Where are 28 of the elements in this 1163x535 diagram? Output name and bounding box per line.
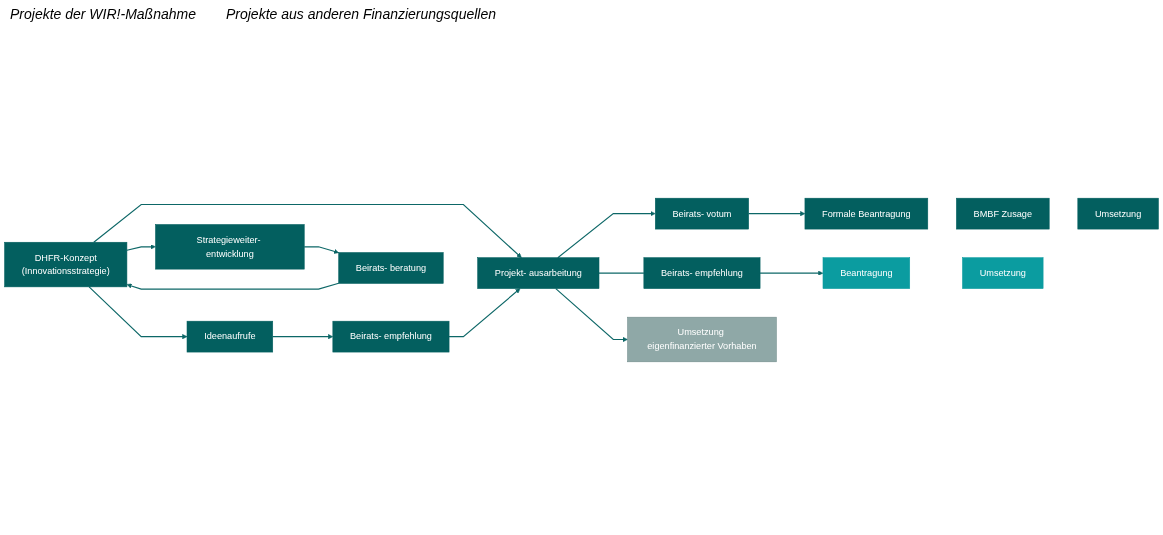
arrow [448,288,521,338]
node-box: Beirats- empfehlung [332,320,450,353]
connector [598,272,645,274]
arrow [748,211,806,217]
node-box: Umsetzung [1077,197,1159,230]
arrow [555,288,628,342]
node-box: Ideenaufrufe [186,320,274,353]
arrow [88,286,188,340]
node-box: Beirats- votum [655,197,749,230]
arrow [303,246,339,254]
arrow [759,270,824,276]
node-box: Umsetzung eigenfinanzierter Vorhaben [627,316,777,363]
node-box: BMBF Zusage [956,197,1050,230]
node-box: Beirats- empfehlung [643,257,761,289]
arrow [126,282,340,290]
node-box: Strategieweiter- entwicklung [155,224,305,270]
arrow [272,334,334,340]
arrow [126,244,156,251]
node-box: Beirats- beratung [338,252,444,284]
node-box: Projekt- ausarbeitung [477,257,600,289]
node-box: Formale Beantragung [804,197,929,230]
node-box: DHFR-Konzept (Innovationsstrategie) [4,241,128,288]
arrow [557,211,656,259]
node-box: Umsetzung [962,257,1044,289]
arrow [93,203,522,258]
node-box: Beantragung [822,257,910,289]
group-caption: Projekte der WIR!-Maßnahme [10,6,196,22]
group-caption: Projekte aus anderen Finanzierungsquellen [225,6,497,22]
